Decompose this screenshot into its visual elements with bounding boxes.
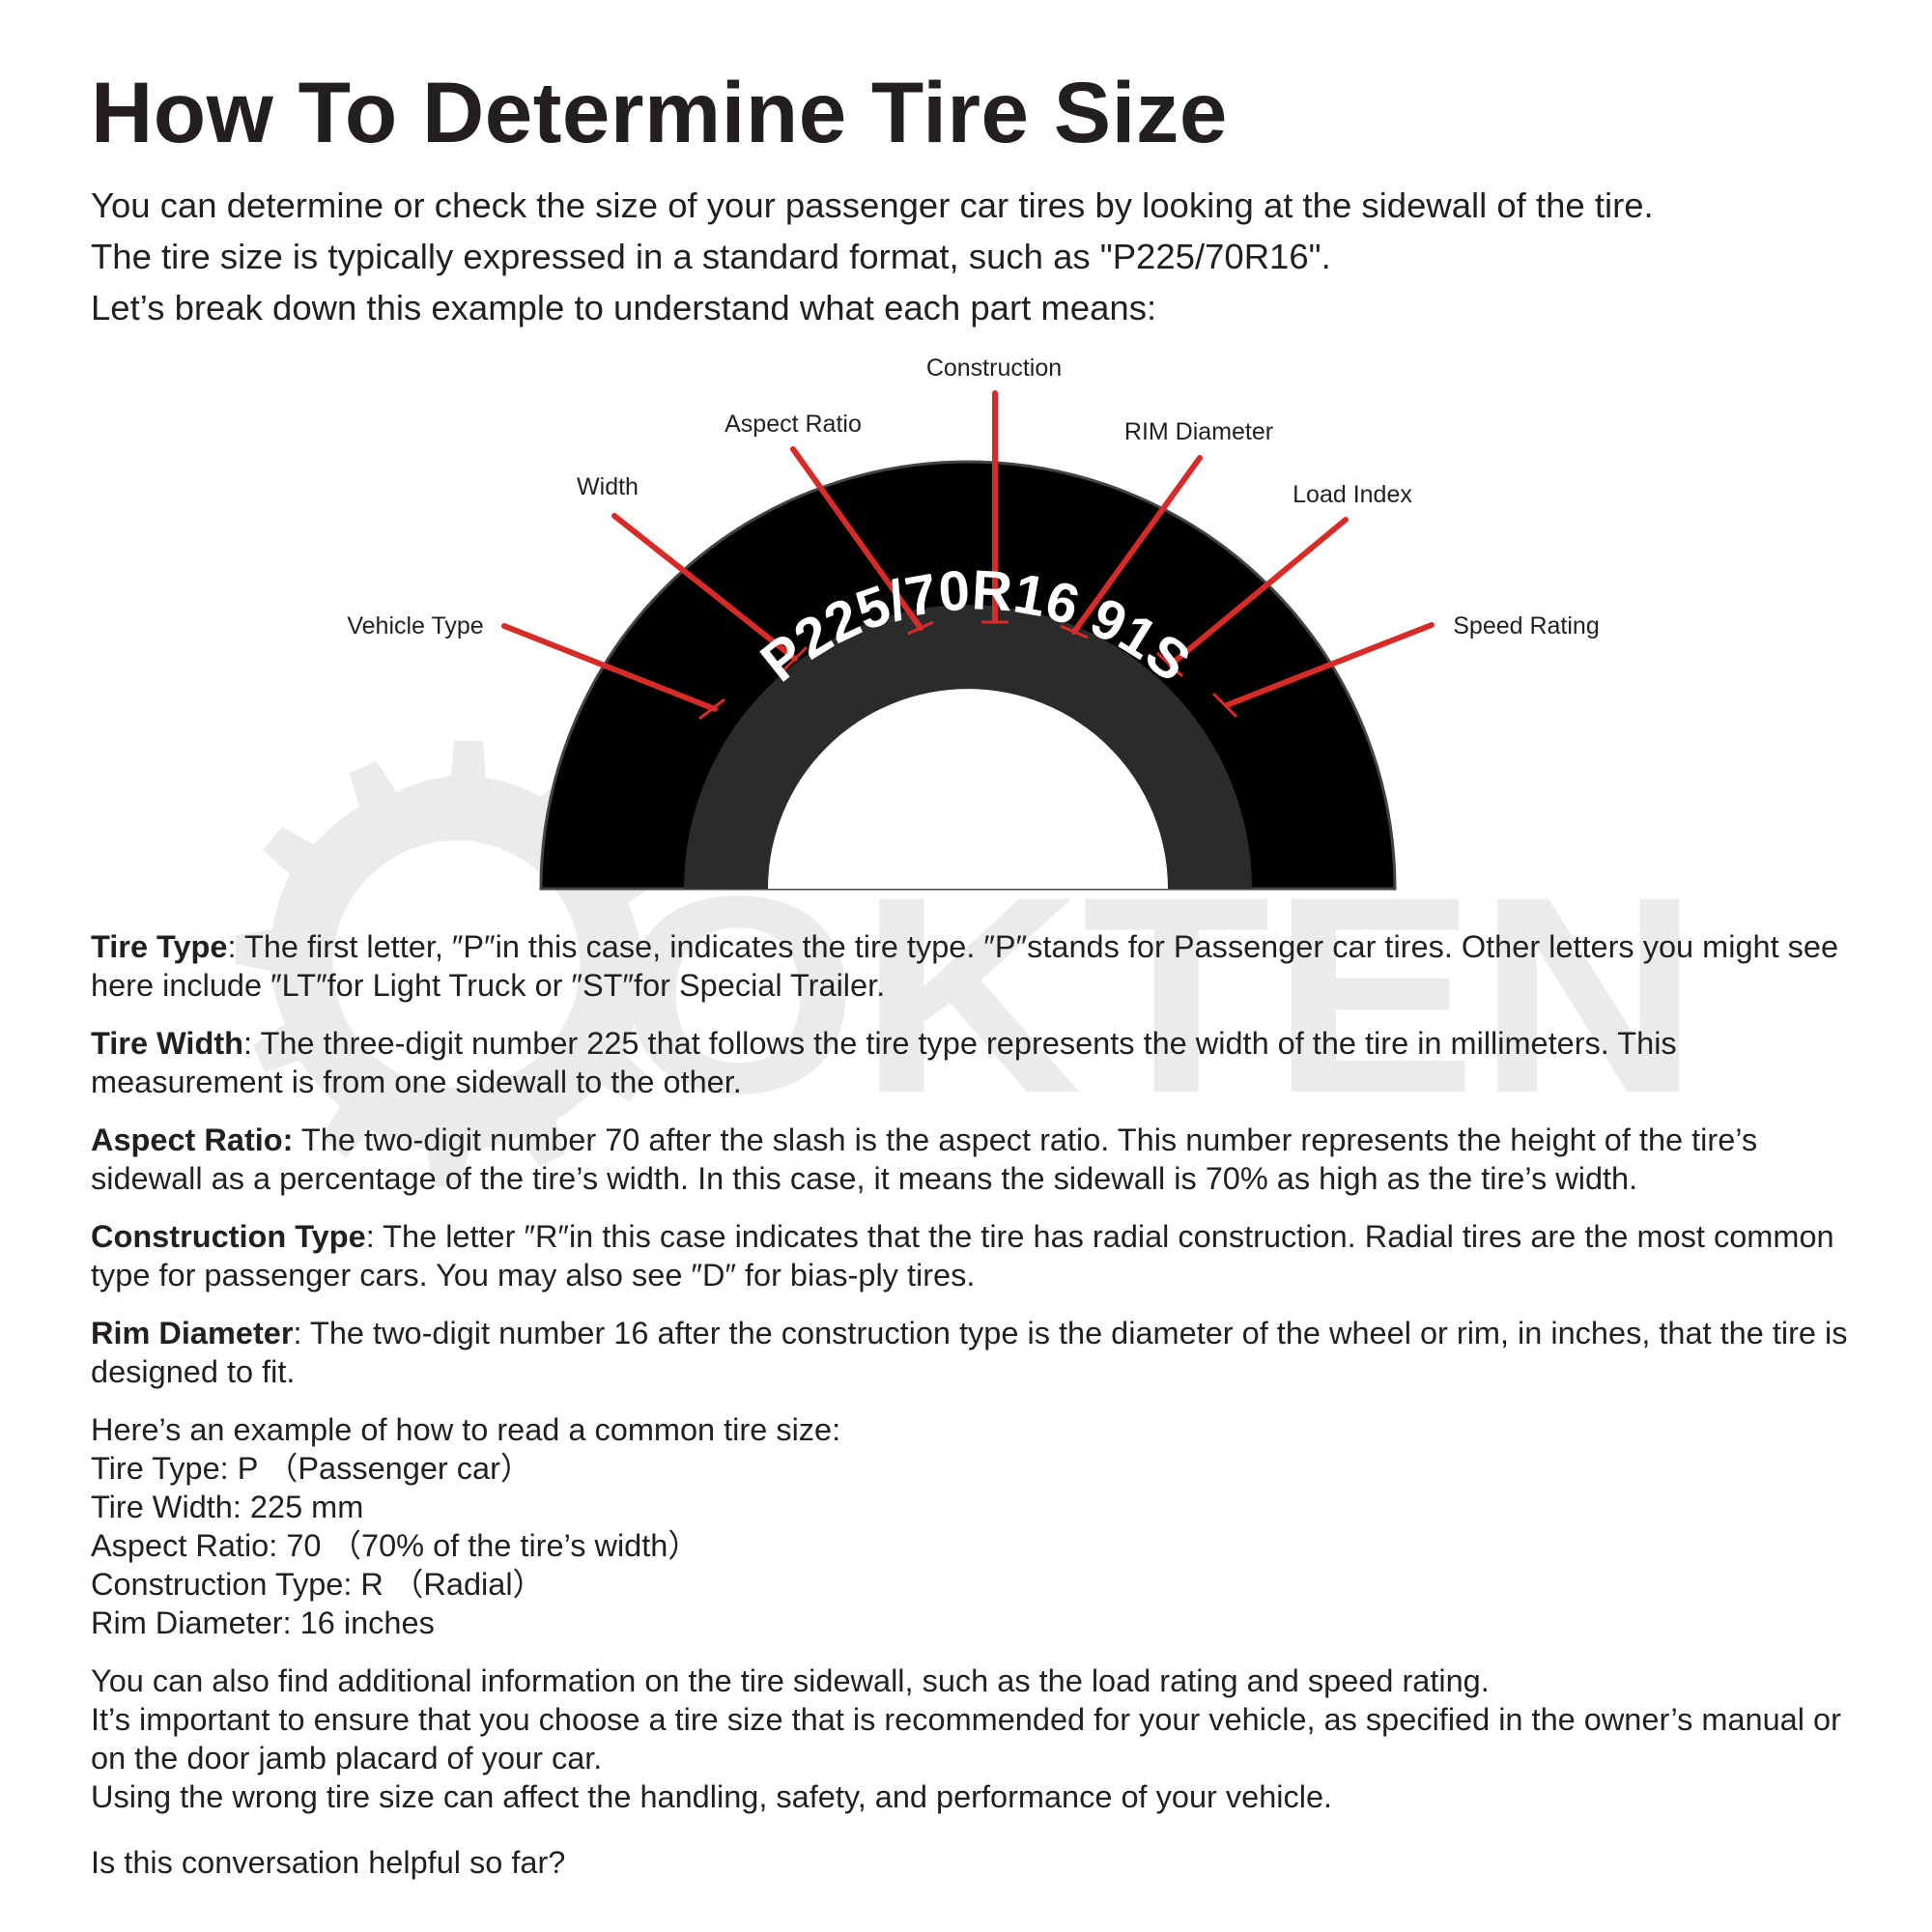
intro-paragraph: You can determine or check the size of y…	[91, 180, 1654, 333]
section-rim-diameter: Rim Diameter: The two-digit number 16 af…	[91, 1314, 1868, 1391]
label-speed-rating: Speed Rating	[1453, 612, 1600, 639]
intro-line: The tire size is typically expressed in …	[91, 237, 1331, 276]
closing-line: Using the wrong tire size can affect the…	[91, 1779, 1333, 1814]
explanation-body: Tire Type: The first letter, ″P″in this …	[91, 927, 1868, 1901]
leader-lines	[501, 390, 1435, 712]
section-separator: :	[293, 1316, 302, 1350]
leader-vehicle-type	[501, 623, 718, 712]
example-line: Here’s an example of how to read a commo…	[91, 1412, 841, 1447]
closing-line: You can also find additional information…	[91, 1663, 1490, 1698]
section-term: Rim Diameter	[91, 1316, 294, 1350]
section-text: The two-digit number 70 after the slash …	[91, 1122, 1758, 1196]
leader-aspect-ratio	[790, 446, 923, 631]
section-term: Construction Type	[91, 1219, 366, 1254]
section-term: Tire Width	[91, 1026, 243, 1061]
label-aspect-ratio: Aspect Ratio	[724, 411, 862, 438]
label-load-index: Load Index	[1293, 481, 1412, 508]
section-text: The three-digit number 225 that follows …	[91, 1026, 1677, 1099]
section-term: Aspect Ratio:	[91, 1122, 294, 1157]
section-separator: :	[365, 1219, 375, 1254]
leader-ticks	[698, 620, 1238, 721]
label-construction: Construction	[926, 355, 1062, 382]
watermark-text: OKTEN	[618, 838, 1700, 1151]
closing-paragraph: You can also find additional information…	[91, 1662, 1868, 1816]
example-line: Tire Width: 225 mm	[91, 1490, 364, 1524]
page-title: How To Determine Tire Size	[91, 64, 1228, 160]
label-vehicle-type: Vehicle Type	[347, 612, 483, 639]
example-line: Rim Diameter: 16 inches	[91, 1605, 435, 1640]
section-separator: :	[227, 929, 237, 964]
example-list: Here’s an example of how to read a commo…	[91, 1410, 1868, 1642]
section-tire-width: Tire Width: The three-digit number 225 t…	[91, 1024, 1868, 1101]
section-text: The first letter, ″P″in this case, indic…	[91, 929, 1839, 1003]
intro-line: Let’s break down this example to underst…	[91, 288, 1157, 327]
tire-rim-hole	[768, 689, 1168, 889]
section-construction-type: Construction Type: The letter ″R″in this…	[91, 1217, 1868, 1294]
section-text: The letter ″R″in this case indicates tha…	[91, 1219, 1834, 1293]
section-tire-type: Tire Type: The first letter, ″P″in this …	[91, 927, 1868, 1005]
example-line: Aspect Ratio: 70 （70% of the tire’s widt…	[91, 1528, 699, 1563]
example-line: Construction Type: R （Radial）	[91, 1567, 545, 1602]
example-line: Tire Type: P （Passenger car）	[91, 1451, 532, 1486]
closing-line: It’s important to ensure that you choose…	[91, 1702, 1841, 1776]
leader-rim-diameter	[1071, 455, 1203, 635]
section-term: Tire Type	[91, 929, 228, 964]
section-aspect-ratio: Aspect Ratio: The two-digit number 70 af…	[91, 1121, 1868, 1198]
section-separator: :	[243, 1026, 253, 1061]
section-text: The two-digit number 16 after the constr…	[91, 1316, 1848, 1389]
label-rim-diameter: RIM Diameter	[1124, 418, 1273, 445]
intro-line: You can determine or check the size of y…	[91, 185, 1654, 225]
label-width: Width	[577, 473, 639, 500]
leader-load-index	[1168, 517, 1349, 668]
leader-speed-rating	[1224, 622, 1435, 708]
leader-width	[611, 513, 798, 662]
feedback-question: Is this conversation helpful so far?	[91, 1845, 566, 1880]
